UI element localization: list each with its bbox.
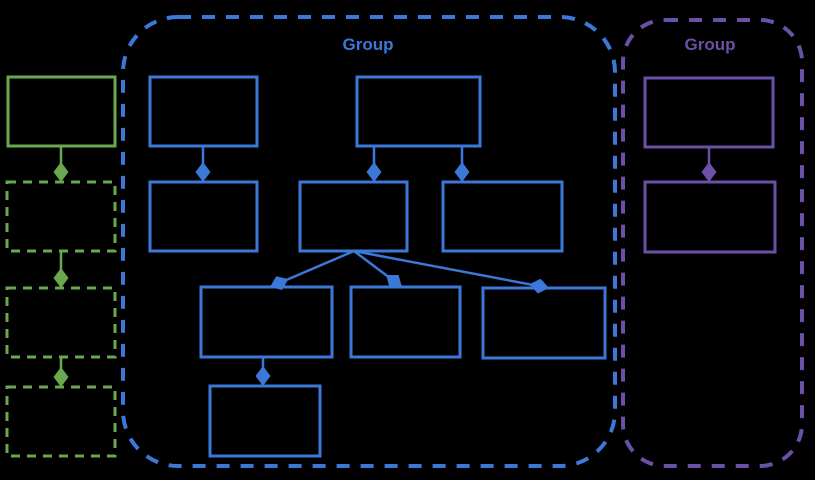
edge-blue-d-h bbox=[353, 249, 550, 290]
edge-blue-b-d-diamond-icon bbox=[366, 162, 382, 182]
blue-node-g bbox=[349, 285, 462, 359]
edge-blue-b-e-diamond-icon bbox=[454, 162, 470, 182]
group-label-blue: Group bbox=[343, 35, 394, 54]
edge-blue-d-f-diamond-icon bbox=[270, 276, 289, 290]
edge-blue-a-c-diamond-icon bbox=[195, 162, 211, 182]
edge-green-3-4-diamond-icon bbox=[53, 367, 69, 387]
group-container-purple bbox=[621, 18, 804, 468]
edge-green-1-2-diamond-icon bbox=[53, 162, 69, 182]
blue-node-b bbox=[355, 75, 482, 148]
blue-node-e bbox=[441, 180, 564, 253]
edge-blue-d-h-diamond-icon bbox=[529, 278, 549, 294]
blue-node-i bbox=[208, 384, 322, 458]
edge-blue-f-i-diamond-icon bbox=[255, 366, 271, 386]
edge-green-2-3-diamond-icon bbox=[53, 268, 69, 288]
edge-blue-d-g-diamond-icon bbox=[386, 275, 402, 287]
edge-purple-1-2-diamond-icon bbox=[701, 162, 717, 182]
group-container-blue bbox=[121, 15, 617, 468]
blue-node-f bbox=[199, 285, 334, 359]
group-label-purple: Group bbox=[685, 35, 736, 54]
